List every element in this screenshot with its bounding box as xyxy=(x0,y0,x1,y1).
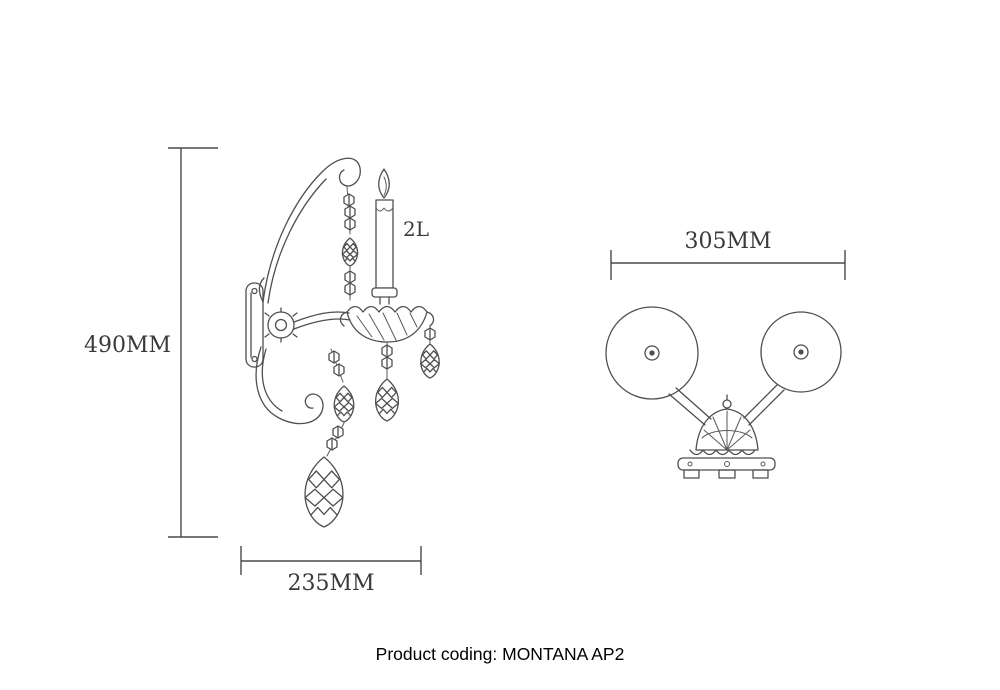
crystal-bead xyxy=(344,270,356,284)
sconce-side-view xyxy=(245,157,440,528)
top-crystal-chain xyxy=(342,185,358,301)
crystal-drop xyxy=(375,378,399,422)
crystal-bead xyxy=(381,344,393,358)
width-dimension: 235MM xyxy=(240,546,422,596)
lamp-count-label: 2L xyxy=(403,217,429,241)
crystal-bead xyxy=(326,437,338,451)
product-caption: Product coding: MONTANA AP2 xyxy=(376,644,625,664)
bobeche-cup xyxy=(339,305,435,343)
height-dimension: 490MM xyxy=(84,147,218,538)
width-dimension-label: 235MM xyxy=(287,571,374,596)
left-crystal-chain xyxy=(328,348,354,423)
crystal-bead xyxy=(381,356,393,370)
backplate-medallion xyxy=(264,307,298,343)
crystal-bead xyxy=(333,363,345,377)
crystal-bead xyxy=(328,350,340,364)
height-dimension-label: 490MM xyxy=(84,333,171,358)
flame-icon xyxy=(378,168,390,199)
center-crystal-chain xyxy=(375,341,399,422)
candle xyxy=(371,168,398,305)
wall-plate xyxy=(245,282,264,368)
crystal-bead xyxy=(332,425,344,439)
left-shade xyxy=(605,306,699,400)
top-width-dimension: 305MM xyxy=(610,229,846,280)
crystal-bead xyxy=(344,217,356,231)
central-mount xyxy=(677,394,776,479)
crystal-drop xyxy=(304,456,344,528)
lower-scroll-arm xyxy=(255,346,324,425)
right-crystal-chain xyxy=(420,325,440,379)
right-shade xyxy=(760,311,842,393)
crystal-drop xyxy=(420,343,440,379)
crystal-bead xyxy=(424,327,436,341)
crystal-drop xyxy=(342,237,358,267)
crystal-bead xyxy=(343,193,355,207)
upper-scroll-arm xyxy=(258,157,361,304)
top-width-dimension-label: 305MM xyxy=(684,229,771,254)
sconce-top-view xyxy=(605,306,842,479)
crystal-drop xyxy=(334,385,354,423)
bottom-crystal-chain xyxy=(304,422,345,528)
right-arm xyxy=(743,384,785,426)
crystal-bead xyxy=(344,205,356,219)
crystal-bead xyxy=(344,282,356,296)
left-arm xyxy=(668,387,712,426)
